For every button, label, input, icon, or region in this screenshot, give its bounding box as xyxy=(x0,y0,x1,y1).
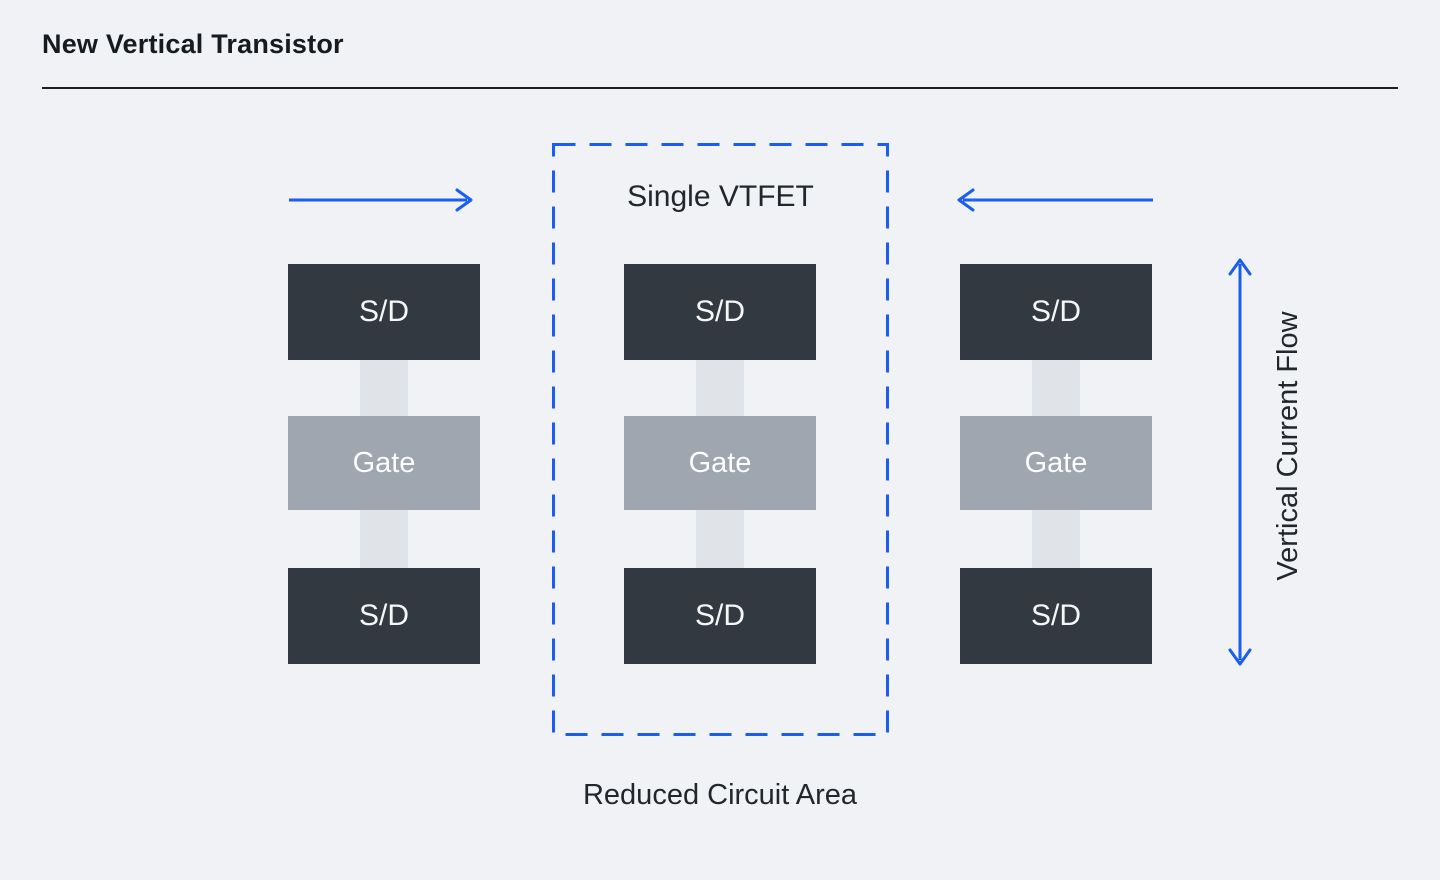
vertical-current-flow-label: Vertical Current Flow xyxy=(1272,311,1304,581)
transistor-stack-center: S/D Gate S/D xyxy=(624,264,816,664)
flow-arrow-left-icon xyxy=(957,188,1153,212)
title-divider xyxy=(42,87,1398,89)
vertical-flow-double-arrow-icon xyxy=(1228,258,1252,666)
sd-block-top: S/D xyxy=(960,264,1152,360)
sd-block-bottom: S/D xyxy=(960,568,1152,664)
flow-arrow-right-icon xyxy=(289,188,473,212)
transistor-stack-left: S/D Gate S/D xyxy=(288,264,480,664)
sd-block-top: S/D xyxy=(288,264,480,360)
page-title: New Vertical Transistor xyxy=(42,29,344,59)
transistor-stack-right: S/D Gate S/D xyxy=(960,264,1152,664)
sd-block-top: S/D xyxy=(624,264,816,360)
sd-block-bottom: S/D xyxy=(624,568,816,664)
gate-block: Gate xyxy=(960,416,1152,510)
sd-block-bottom: S/D xyxy=(288,568,480,664)
gate-block: Gate xyxy=(624,416,816,510)
gate-block: Gate xyxy=(288,416,480,510)
single-vtfet-label: Single VTFET xyxy=(627,180,814,213)
single-vtfet-dashed-box xyxy=(552,143,889,736)
reduced-circuit-area-caption: Reduced Circuit Area xyxy=(582,779,858,811)
